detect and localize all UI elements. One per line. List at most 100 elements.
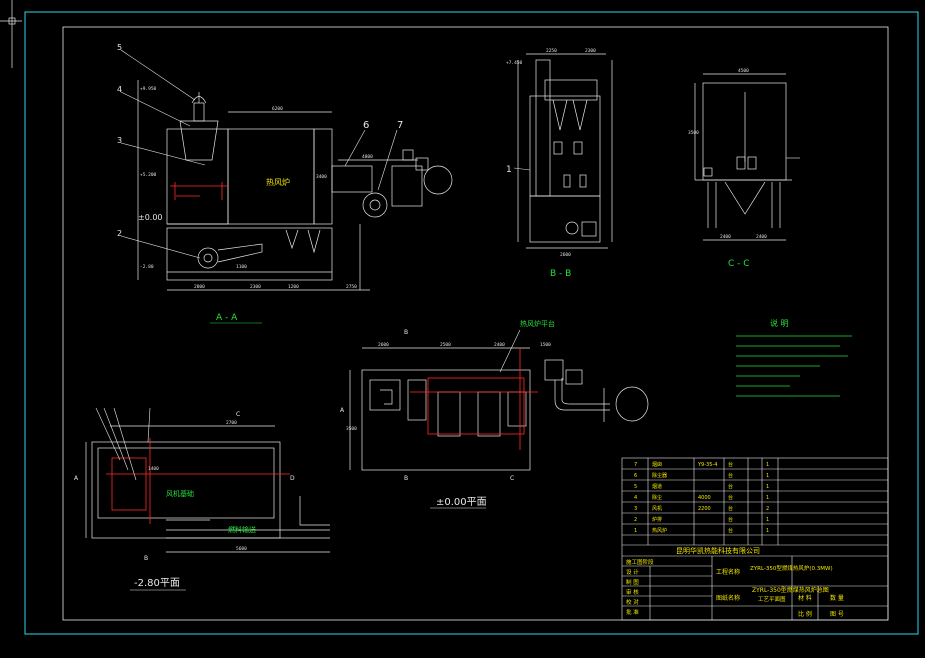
dim-a3: -2.80 <box>140 264 154 270</box>
parts-row-no: 6 <box>634 473 637 479</box>
parts-row-name: 除尘器 <box>652 472 667 479</box>
ucs-cursor-icon <box>0 0 22 68</box>
view-aa <box>137 80 453 291</box>
plan-upper <box>349 347 649 471</box>
parts-row-name: 热风炉 <box>652 527 667 534</box>
plan-upper-red <box>410 348 538 450</box>
parts-row-spec: 2200 <box>698 506 711 512</box>
parts-row-no: 4 <box>634 495 637 501</box>
parts-row-no: 1 <box>634 528 637 534</box>
parts-row-spec: Y9-35-4 <box>697 462 717 468</box>
plan-lower <box>85 425 330 553</box>
drawing-label: 图纸名称 <box>716 594 740 602</box>
notes-block: 说 明 <box>736 318 852 397</box>
parts-row-unit: 台 <box>728 461 733 468</box>
sign-row-label: 批 准 <box>626 608 639 616</box>
outer-border <box>24 11 919 635</box>
furnace-plan-label: 热风炉平台 <box>520 319 555 328</box>
parts-row-no: 5 <box>634 484 637 490</box>
dim-a11: 1100 <box>236 264 247 270</box>
dim-a6: 1200 <box>288 284 299 290</box>
parts-row-name: 炉排 <box>652 516 662 523</box>
dim-b1: 2250 <box>546 48 557 54</box>
section-mark-a-left: A <box>340 407 345 414</box>
inner-border <box>62 26 889 621</box>
dim-a7: 2750 <box>346 284 357 290</box>
dim-c4: 3500 <box>688 130 699 136</box>
dim-b2: 2300 <box>585 48 596 54</box>
title-block <box>621 457 889 621</box>
dim-p2: 2500 <box>440 342 451 348</box>
dim-a4: 2800 <box>194 284 205 290</box>
sign-row-label: 制 图 <box>626 578 639 586</box>
view-aa-title: A - A <box>216 313 238 323</box>
view-cc-title: C - C <box>728 259 750 269</box>
section-mark-c-plan: C <box>236 411 240 418</box>
parts-row-spec: 4000 <box>698 495 711 501</box>
plan-lower-red <box>106 438 290 524</box>
dim-a8: 6200 <box>272 106 283 112</box>
section-mark-b-bottom: B <box>404 475 408 482</box>
quantity-label: 数 量 <box>830 594 844 602</box>
dim-l1: 2700 <box>226 420 237 426</box>
project-label: 工程名称 <box>716 568 740 576</box>
dim-a10: 3400 <box>316 174 327 180</box>
material-label: 材 料 <box>798 594 812 602</box>
callout-6: 6 <box>363 120 369 131</box>
view-aa-red-lines <box>170 182 228 200</box>
notes-title: 说 明 <box>770 318 789 328</box>
parts-row-no: 7 <box>634 462 637 468</box>
callout-2: 2 <box>117 229 122 238</box>
parts-row-no: 3 <box>634 506 637 512</box>
dim-p3: 2400 <box>494 342 505 348</box>
scale-label: 比 例 <box>798 610 812 618</box>
dim-b3: +7.450 <box>506 60 523 66</box>
parts-row-qty: 2 <box>766 506 769 512</box>
furnace-label: 热风炉 <box>266 177 290 187</box>
plan-zone-a: 风机基础 <box>166 489 194 498</box>
dim-l3: 5600 <box>236 546 247 552</box>
section-mark-d-plan: D <box>290 475 295 482</box>
callout-5: 5 <box>117 43 122 52</box>
parts-row-name: 烟囱 <box>652 461 662 468</box>
view-bb-title: B - B <box>550 269 571 279</box>
drawing-sub: 工艺平面图 <box>758 595 786 603</box>
sheet-label: 图 号 <box>830 611 844 618</box>
drawing-name: ZYRL-350型燃煤热风炉总图 <box>752 586 829 594</box>
section-mark-b-plan: B <box>144 555 148 562</box>
elevation-zero: ±0.00 <box>138 213 163 222</box>
dim-l2: 1400 <box>148 466 159 472</box>
sign-row-label: 审 核 <box>626 588 639 596</box>
dim-a5: 2300 <box>250 284 261 290</box>
callout-7: 7 <box>397 120 403 131</box>
parts-row-name: 烟道 <box>652 483 662 490</box>
section-mark-c-bottom: C <box>510 475 514 482</box>
sign-row-label: 施工图阶段 <box>626 558 654 566</box>
parts-row-unit: 台 <box>728 527 733 534</box>
parts-row-qty: 1 <box>766 517 769 523</box>
callout-3: 3 <box>117 136 122 145</box>
parts-row-qty: 1 <box>766 473 769 479</box>
section-mark-b-top: B <box>404 329 408 336</box>
parts-row-unit: 台 <box>728 483 733 490</box>
dim-c3: 2400 <box>756 234 767 240</box>
bb-callout-1: 1 <box>506 165 512 175</box>
parts-row-qty: 1 <box>766 495 769 501</box>
parts-row-qty: 1 <box>766 462 769 468</box>
view-bb <box>517 53 613 249</box>
plan-upper-leader <box>499 329 521 373</box>
dim-a2: +5.200 <box>140 172 157 178</box>
dim-a1: +9.950 <box>140 86 157 92</box>
parts-row-unit: 台 <box>728 505 733 512</box>
project-name: ZYRL-350型燃煤热风炉(0.3MW) <box>750 564 833 572</box>
sign-row-label: 设 计 <box>626 568 639 576</box>
dim-b4: 2600 <box>560 252 571 258</box>
parts-row-qty: 1 <box>766 484 769 490</box>
dim-p1: 2600 <box>378 342 389 348</box>
parts-row-name: 风机 <box>652 505 662 512</box>
parts-row-qty: 1 <box>766 528 769 534</box>
parts-row-name: 除尘 <box>652 494 662 501</box>
